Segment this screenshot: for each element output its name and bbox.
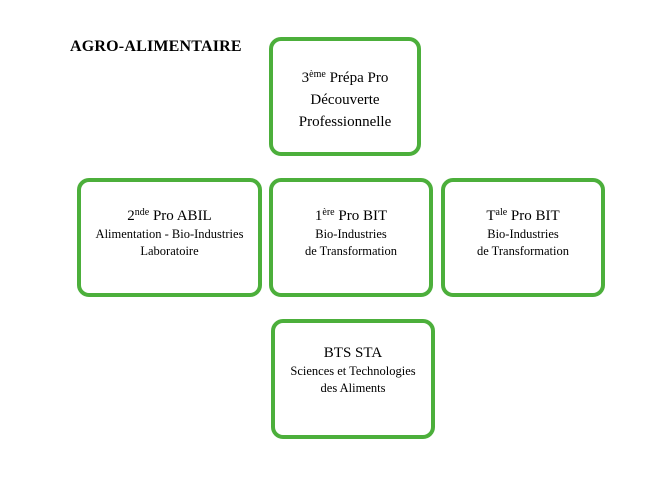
box-line: Professionnelle — [298, 114, 392, 130]
box-1ere-pro-bit: 1ère Pro BIT Bio-Industries de Transform… — [269, 178, 433, 297]
box-title: Tale Pro BIT — [486, 207, 560, 225]
box-line: Alimentation - Bio-Industries — [95, 227, 244, 241]
box-title: 1ère Pro BIT — [314, 207, 388, 225]
box-title: 3ème Prépa Pro — [301, 69, 389, 87]
box-title: 2nde Pro ABIL — [127, 207, 212, 225]
box-line: Bio-Industries — [315, 227, 387, 241]
box-line: de Transformation — [476, 244, 569, 258]
box-2nde-pro-abil: 2nde Pro ABIL Alimentation - Bio-Industr… — [77, 178, 262, 297]
box-line: Laboratoire — [140, 244, 199, 258]
box-line: Découverte — [310, 92, 380, 108]
box-tale-pro-bit: Tale Pro BIT Bio-Industries de Transform… — [441, 178, 605, 297]
box-line: des Aliments — [320, 381, 386, 395]
box-line: de Transformation — [304, 244, 397, 258]
box-title: BTS STA — [323, 345, 383, 361]
box-3eme-prepa-pro: 3ème Prépa Pro Découverte Professionnell… — [269, 37, 421, 156]
box-bts-sta: BTS STA Sciences et Technologies des Ali… — [271, 319, 435, 439]
box-line: Bio-Industries — [487, 227, 559, 241]
diagram-heading: AGRO-ALIMENTAIRE — [70, 38, 242, 55]
box-line: Sciences et Technologies — [290, 364, 416, 378]
